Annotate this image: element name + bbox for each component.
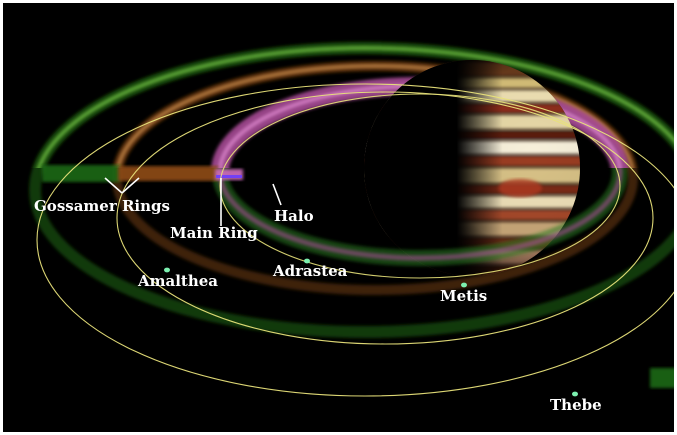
inner-gossamer-ring-back <box>112 61 638 168</box>
main-ring-section <box>215 169 243 180</box>
label-halo: Halo <box>274 207 314 225</box>
thebe-orbit <box>36 83 674 397</box>
outer-gossamer-ring-back <box>32 42 674 168</box>
adrastea-orbit <box>219 93 621 279</box>
amalthea-moon <box>164 267 170 273</box>
label-thebe: Thebe <box>550 396 602 414</box>
outer-gossamer-right-section <box>650 368 674 388</box>
label-amalthea: Amalthea <box>137 272 218 290</box>
outer-gossamer-section <box>42 165 120 182</box>
adrastea-moon <box>304 258 310 264</box>
thebe-moon <box>572 391 578 397</box>
metis-moon <box>461 282 467 288</box>
leader-lines <box>104 177 282 226</box>
inner-gossamer-section <box>118 166 218 181</box>
amalthea-orbit <box>116 91 654 345</box>
label-gossamer-rings: Gossamer Rings <box>34 197 170 215</box>
label-main-ring: Main Ring <box>170 224 258 242</box>
outer-gossamer-ring-front <box>29 168 674 338</box>
label-metis: Metis <box>440 287 487 305</box>
label-adrastea: Adrastea <box>272 262 348 280</box>
